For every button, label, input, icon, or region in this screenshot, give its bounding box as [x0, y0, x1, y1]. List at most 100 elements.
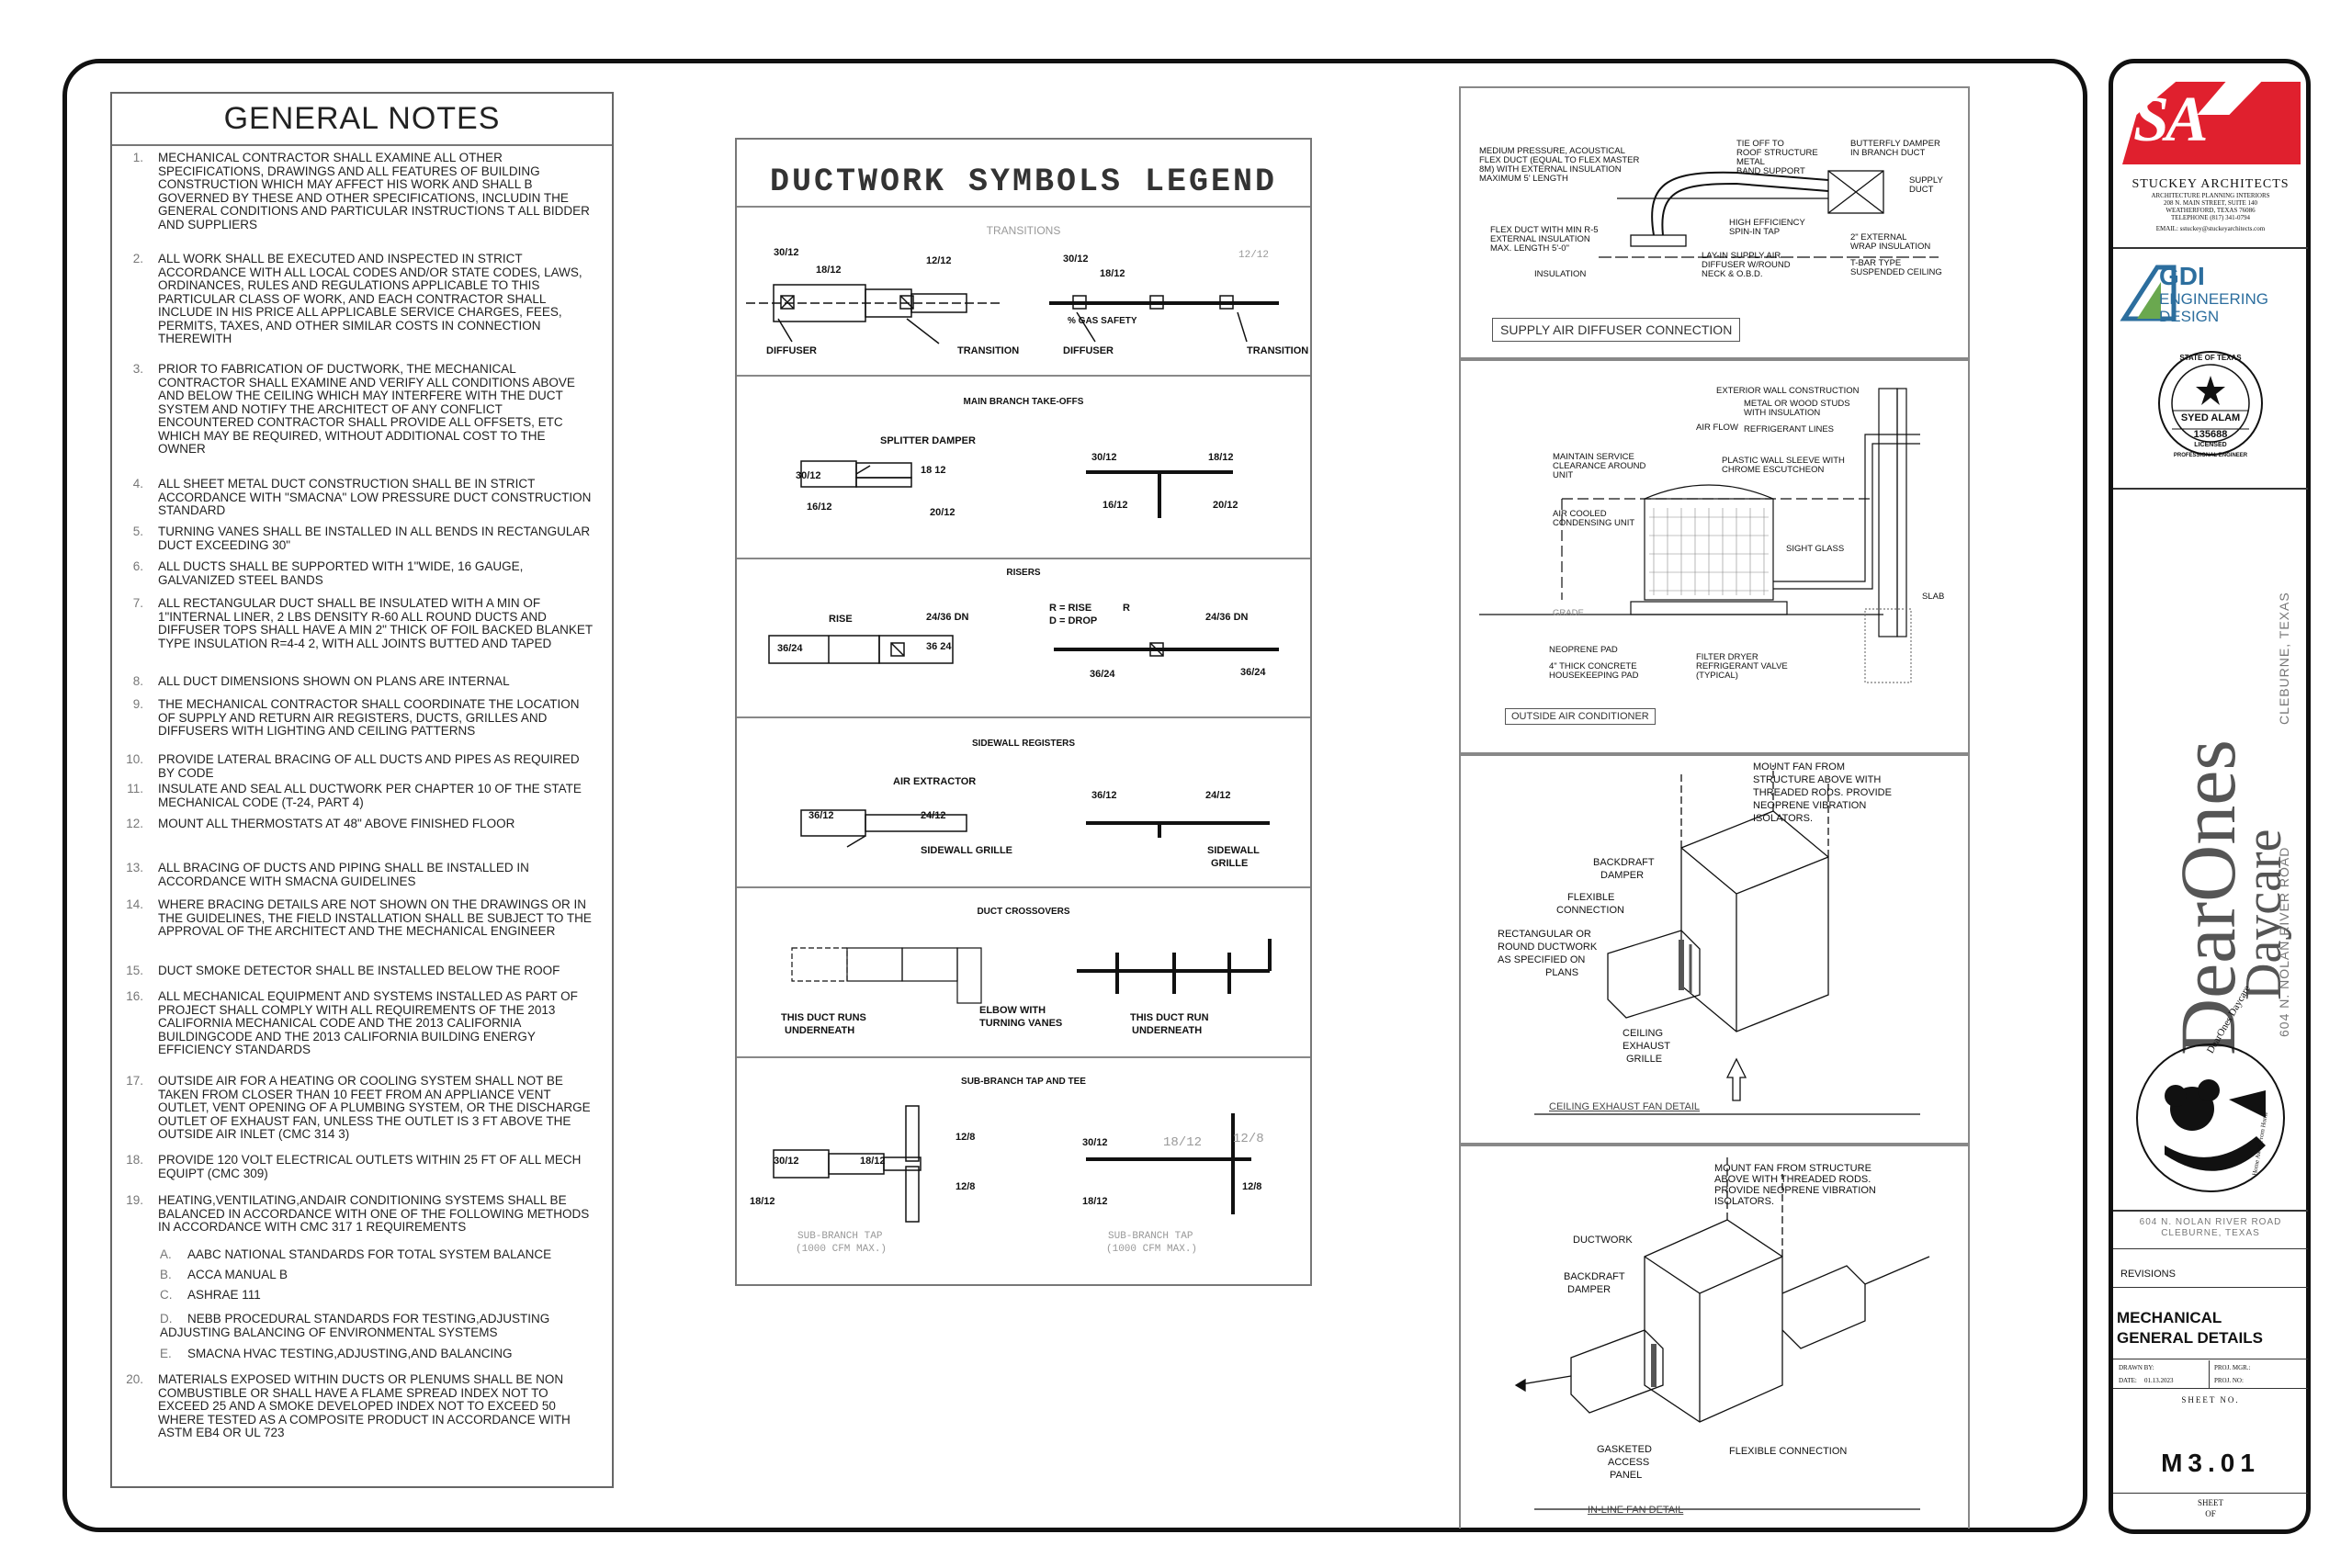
- label: TRANSITION: [1247, 345, 1309, 356]
- general-notes-panel: GENERAL NOTES: [110, 92, 614, 1488]
- address-line: 604 N. NOLAN RIVER ROAD: [2139, 1217, 2282, 1227]
- label: ISOLATORS.: [1714, 1196, 1775, 1207]
- label: 30/12: [796, 470, 821, 481]
- of-label: OF: [2205, 1509, 2216, 1518]
- label: METAL OR WOOD STUDS: [1744, 399, 1850, 409]
- date-value: 01.13.2023: [2144, 1377, 2174, 1384]
- label: 16/12: [807, 502, 832, 513]
- label: SUB-BRANCH TAP: [797, 1231, 883, 1242]
- subbranch-diagram: [773, 1105, 1251, 1223]
- drawn-by-label: DRAWN BY:: [2119, 1364, 2154, 1371]
- note-number: 7.: [132, 596, 143, 610]
- label: R = RISE: [1049, 603, 1092, 614]
- supply-caption: SUPPLY AIR DIFFUSER CONNECTION: [1492, 318, 1741, 342]
- note-number: 6.: [132, 559, 143, 573]
- label: SIDEWALL GRILLE: [921, 845, 1013, 856]
- sub-item-letter: B.: [160, 1268, 172, 1281]
- label: ROOF STRUCTURE: [1736, 148, 1818, 158]
- note-text: ALL DUCT DIMENSIONS SHOWN ON PLANS ARE I…: [158, 674, 510, 688]
- label: MAX. LENGTH 5'-0": [1490, 243, 1569, 254]
- title-block-border: [2109, 59, 2311, 1534]
- label: 12/8: [1233, 1132, 1264, 1146]
- label: AIR FLOW: [1696, 423, 1738, 433]
- firm-address: 208 N. MAIN STREET, SUITE 140: [2164, 199, 2257, 207]
- note-number: 14.: [126, 897, 143, 911]
- label: GRILLE: [1626, 1054, 1663, 1065]
- label: D = DROP: [1049, 615, 1098, 626]
- gdi-text: ENGINEERING: [2159, 290, 2269, 308]
- label: PLASTIC WALL SLEEVE WITH: [1722, 456, 1845, 466]
- main-branch-heading: MAIN BRANCH TAKE-OFFS: [963, 397, 1084, 407]
- note-text: ALL RECTANGULAR DUCT SHALL BE INSULATED …: [158, 596, 593, 650]
- label: 30/12: [1091, 452, 1117, 463]
- label: R: [1123, 603, 1130, 614]
- risers-diagram: [768, 635, 1279, 664]
- label: AIR EXTRACTOR: [893, 776, 977, 787]
- logo-letters: SA: [2133, 85, 2209, 155]
- note-item: 19.HEATING,VENTILATING,ANDAIR CONDITIONI…: [116, 1193, 594, 1235]
- inline-fan-drawing: [1514, 1156, 1930, 1510]
- label: FLEXIBLE: [1567, 892, 1615, 903]
- crossovers-heading: DUCT CROSSOVERS: [977, 907, 1070, 917]
- date-label: DATE:: [2119, 1377, 2137, 1384]
- label: ISOLATORS.: [1753, 813, 1814, 824]
- firm-address: WEATHERFORD, TEXAS 76086: [2165, 207, 2256, 214]
- label: SPLITTER DAMPER: [880, 435, 976, 446]
- note-text: TURNING VANES SHALL BE INSTALLED IN ALL …: [158, 525, 591, 552]
- label: THREADED RODS. PROVIDE: [1753, 787, 1892, 798]
- note-item: 18.PROVIDE 120 VOLT ELECTRICAL OUTLETS W…: [116, 1153, 594, 1180]
- label: STRUCTURE ABOVE WITH: [1753, 774, 1882, 785]
- label: EXTERIOR WALL CONSTRUCTION: [1716, 386, 1860, 396]
- label: DAMPER: [1600, 870, 1645, 881]
- label: 20/12: [1213, 500, 1238, 511]
- label: CONDENSING UNIT: [1553, 518, 1635, 528]
- inline-fan-detail: MOUNT FAN FROM STRUCTURE ABOVE WITH THRE…: [1459, 1145, 1970, 1529]
- firm-email: EMAIL: sstuckey@stuckeyarchitects.com: [2155, 225, 2266, 232]
- note-text: DUCT SMOKE DETECTOR SHALL BE INSTALLED B…: [158, 964, 560, 977]
- note-text: WHERE BRACING DETAILS ARE NOT SHOWN ON T…: [158, 897, 592, 938]
- label: 12/8: [1242, 1181, 1262, 1192]
- label: RECTANGULAR OR: [1498, 929, 1591, 940]
- label: SUSPENDED CEILING: [1850, 267, 1942, 277]
- label: NEOPRENE PAD: [1549, 645, 1618, 655]
- sub-item-text: ASHRAE 111: [187, 1288, 261, 1302]
- note-item: 16.ALL MECHANICAL EQUIPMENT AND SYSTEMS …: [116, 989, 594, 1057]
- label: NEOPRENE VIBRATION: [1753, 800, 1867, 811]
- outside-ac-detail: EXTERIOR WALL CONSTRUCTION METAL OR WOOD…: [1459, 359, 1970, 754]
- label: METAL: [1736, 157, 1765, 167]
- note-number: 13.: [126, 861, 143, 874]
- label: 18/12: [1082, 1196, 1108, 1207]
- label: THIS DUCT RUNS: [781, 1012, 866, 1023]
- label: DAMPER: [1567, 1284, 1611, 1295]
- label: CONNECTION: [1556, 905, 1624, 916]
- label: 18/12: [1208, 452, 1234, 463]
- label: 24/12: [921, 810, 946, 821]
- note-sub-item: D.NEBB PROCEDURAL STANDARDS FOR TESTING,…: [160, 1312, 573, 1339]
- note-text: ALL BRACING OF DUCTS AND PIPING SHALL BE…: [158, 861, 529, 888]
- label: TRANSITION: [957, 345, 1020, 356]
- label: 18/12: [1100, 268, 1125, 279]
- label: 36 24: [926, 641, 952, 652]
- label: 30/12: [1063, 254, 1089, 265]
- label: TIE OFF TO: [1736, 139, 1784, 149]
- note-number: 5.: [132, 525, 143, 538]
- label: MOUNT FAN FROM STRUCTURE: [1714, 1163, 1871, 1174]
- note-number: 4.: [132, 477, 143, 491]
- note-sub-item: C.ASHRAE 111: [160, 1288, 573, 1302]
- label: 12/8: [956, 1181, 976, 1192]
- label: 36/12: [1091, 790, 1117, 801]
- label: REFRIGERANT VALVE: [1696, 661, 1788, 671]
- note-item: 10.PROVIDE LATERAL BRACING OF ALL DUCTS …: [116, 752, 594, 780]
- label: ELBOW WITH: [979, 1005, 1046, 1016]
- general-notes-title: GENERAL NOTES: [223, 101, 501, 136]
- seal-text: LICENSED: [2194, 442, 2227, 448]
- label: INSULATION: [1534, 269, 1587, 279]
- note-text: PROVIDE LATERAL BRACING OF ALL DUCTS AND…: [158, 752, 580, 780]
- label: RISE: [829, 614, 853, 625]
- label: REFRIGERANT LINES: [1744, 424, 1835, 434]
- ductwork-legend: DUCTWORK SYMBOLS LEGEND TRANSITIONS 30/1…: [735, 138, 1312, 1286]
- label: MOUNT FAN FROM: [1753, 761, 1846, 773]
- seal-text: PROFESSIONAL ENGINEER: [2173, 453, 2248, 458]
- note-item: 20.MATERIALS EXPOSED WITHIN DUCTS OR PLE…: [116, 1372, 594, 1440]
- note-item: 12.MOUNT ALL THERMOSTATS AT 48" ABOVE FI…: [116, 817, 594, 831]
